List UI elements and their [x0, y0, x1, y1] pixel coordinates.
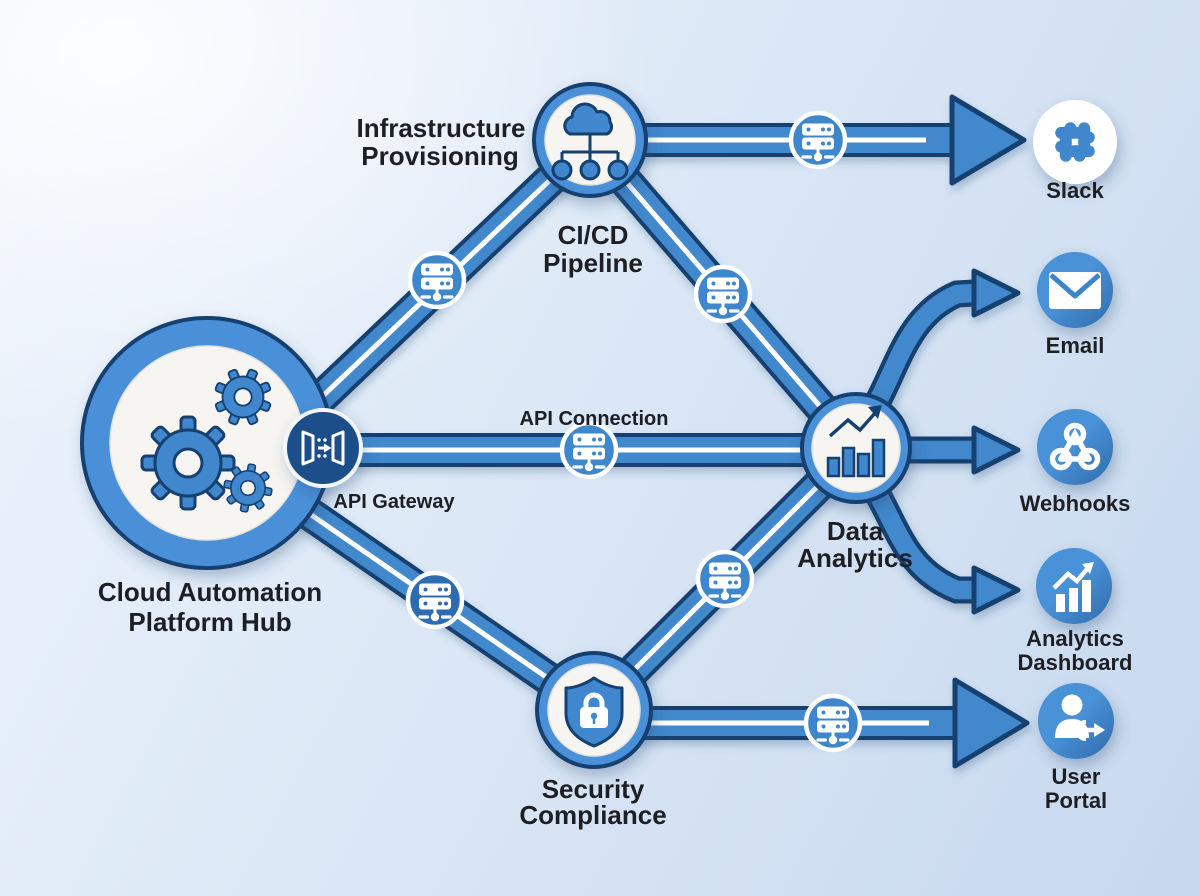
hub-label-line1: Cloud Automation: [98, 577, 322, 607]
server-badge: [693, 264, 753, 324]
slack-icon: [1055, 122, 1095, 162]
cloud-network-icon: [551, 102, 629, 181]
server-badges: [405, 110, 863, 753]
endpoint-user-portal: [1038, 683, 1114, 759]
slack-label: Slack: [1046, 178, 1104, 203]
api-gateway-label: API Gateway: [333, 491, 455, 513]
email-label: Email: [1046, 333, 1105, 358]
data-analytics-node: [800, 392, 912, 504]
hub-node: [80, 316, 334, 570]
api-gateway-node: [283, 408, 363, 488]
bar-chart-growth-icon: [826, 405, 886, 478]
security-label-line2: Compliance: [519, 800, 666, 830]
user-portal-label-line1: User: [1052, 764, 1101, 789]
analytics-dashboard-label-line1: Analytics: [1026, 626, 1124, 651]
api-gateway-icon: [301, 430, 345, 466]
provisioning-label-line2: Provisioning: [361, 141, 518, 171]
labels: Infrastructure Provisioning CI/CD Pipeli…: [98, 113, 1133, 830]
server-badge: [559, 420, 619, 480]
analytics-dashboard-label-line2: Dashboard: [1018, 650, 1133, 675]
hub-label-line2: Platform Hub: [128, 607, 291, 637]
server-badge: [788, 110, 848, 170]
endpoint-webhooks: [1037, 409, 1113, 485]
envelope-icon: [1049, 272, 1101, 309]
analytics-label-line2: Analytics: [797, 543, 913, 573]
api-connection-label: API Connection: [520, 408, 669, 430]
cicd-node: [532, 82, 648, 198]
arrow-analytics-webhooks: [898, 425, 1021, 475]
security-label-line1: Security: [542, 774, 645, 804]
endpoint-slack: [1033, 100, 1117, 184]
arrow-analytics-dashboard: [860, 477, 1021, 615]
provisioning-label-line1: Infrastructure: [356, 113, 525, 143]
analytics-label-line1: Data: [827, 516, 884, 546]
endpoint-email: [1037, 252, 1113, 328]
endpoint-analytics-dashboard: [1036, 548, 1112, 624]
user-portal-label-line2: Portal: [1045, 788, 1107, 813]
bar-chart-arrow-icon: [1052, 562, 1094, 612]
webhooks-label: Webhooks: [1020, 491, 1131, 516]
server-badge: [405, 570, 465, 630]
server-badge: [695, 549, 755, 609]
webhook-icon: [1049, 422, 1101, 471]
cicd-label-line2: Pipeline: [543, 248, 643, 278]
cicd-label-line1: CI/CD: [558, 220, 629, 250]
server-badge: [407, 250, 467, 310]
server-badge: [803, 693, 863, 753]
shield-lock-icon: [564, 676, 624, 748]
security-node: [535, 651, 653, 769]
user-arrow-icon: [1055, 694, 1105, 742]
connection-security-userportal: [636, 677, 1030, 769]
arrow-analytics-email: [860, 268, 1021, 419]
